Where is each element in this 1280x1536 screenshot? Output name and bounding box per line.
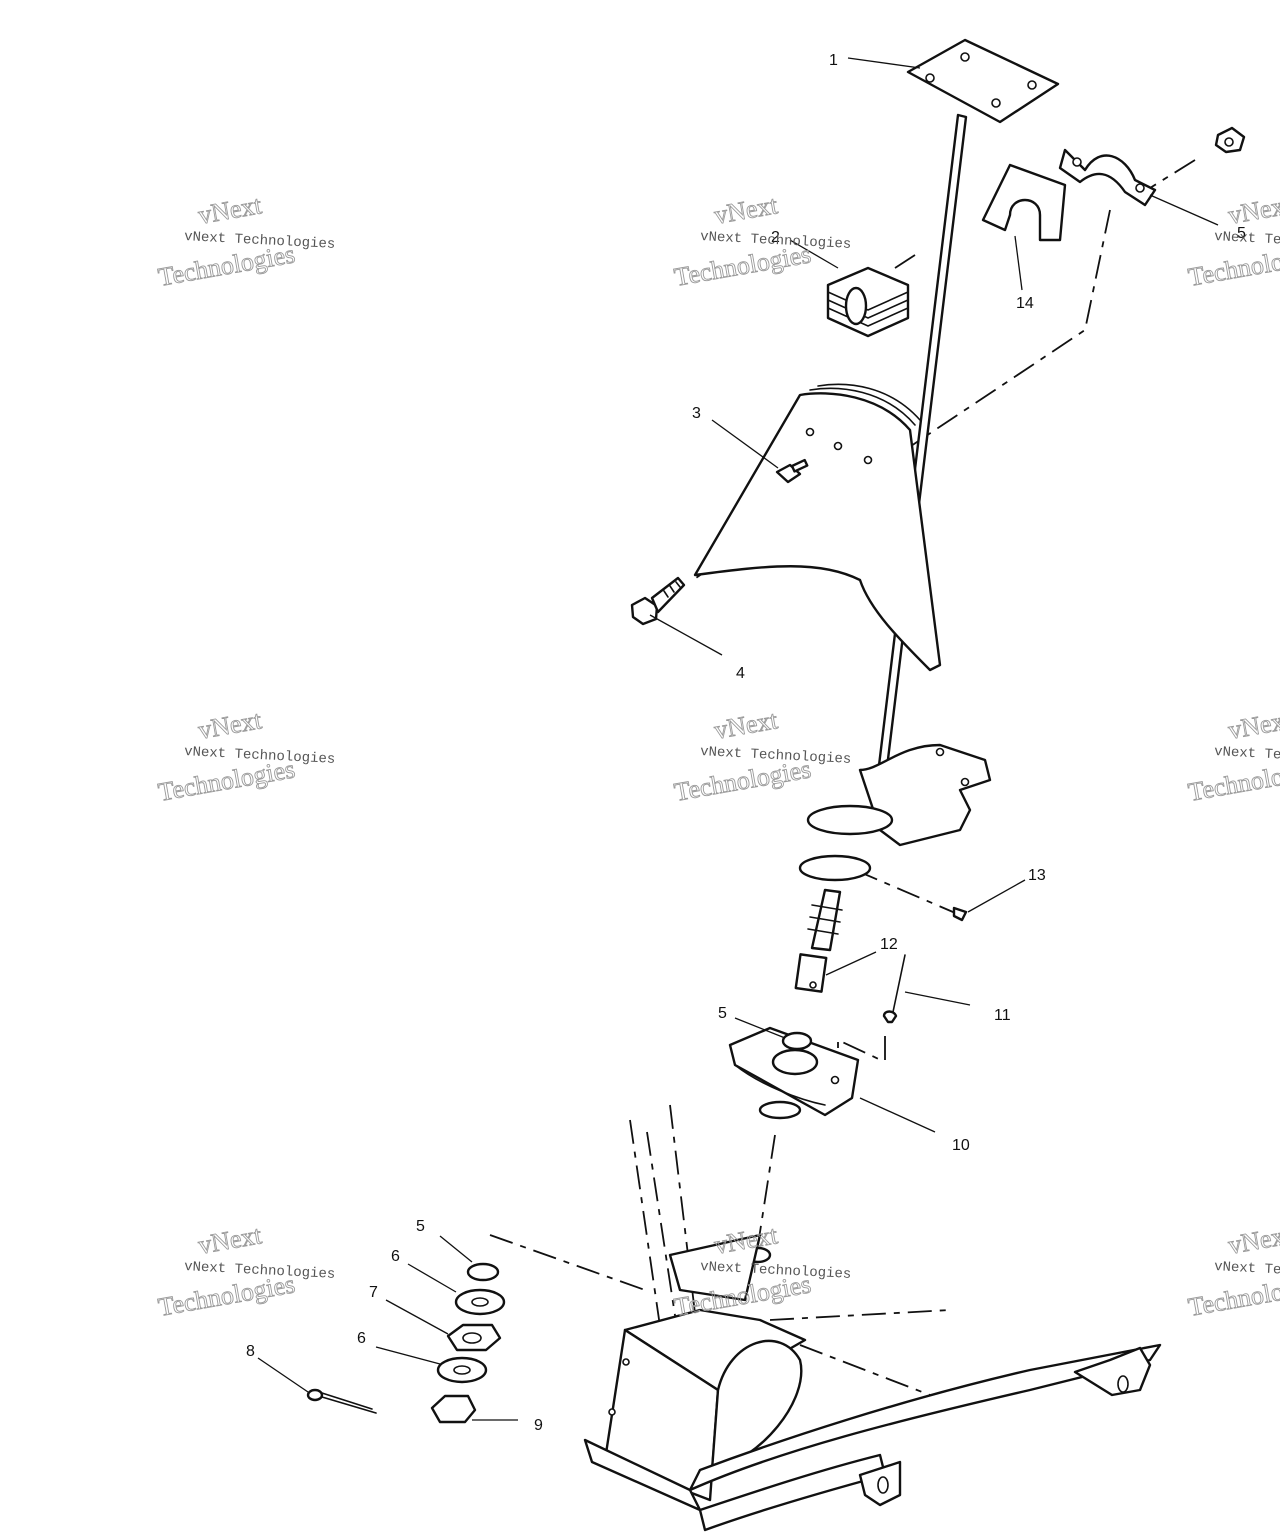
callout-5-upper: 5 bbox=[718, 1005, 727, 1022]
callout-13: 13 bbox=[1028, 867, 1046, 884]
watermark-3: vNext vNext Technologies Technologies bbox=[1186, 190, 1280, 293]
small-clip bbox=[952, 906, 968, 922]
u-bracket bbox=[1058, 126, 1246, 207]
console-panel bbox=[693, 383, 942, 672]
watermark-9: vNext vNext Technologies Technologies bbox=[1186, 1220, 1280, 1323]
watermark-7: vNext vNext Technologies Technologies bbox=[156, 1220, 336, 1323]
callout-4: 4 bbox=[736, 665, 745, 682]
watermark-4: vNext vNext Technologies Technologies bbox=[156, 705, 336, 808]
watermark-small: vNext Technologies bbox=[184, 229, 336, 253]
shaft-coupler bbox=[794, 953, 828, 993]
watermark-top: vNext bbox=[1226, 705, 1280, 745]
callout-11: 11 bbox=[994, 1007, 1011, 1024]
watermark-top: vNext bbox=[196, 1220, 264, 1260]
watermark-small: vNext Technologies bbox=[184, 744, 336, 768]
callout-5-right: 5 bbox=[1237, 225, 1246, 242]
bushing-block bbox=[826, 266, 910, 338]
watermark-6: vNext vNext Technologies Technologies bbox=[1186, 705, 1280, 808]
hex-bolt bbox=[630, 576, 686, 626]
watermark-top: vNext bbox=[712, 190, 780, 230]
watermark-top: vNext bbox=[712, 705, 780, 745]
watermark-top: vNext bbox=[196, 190, 264, 230]
watermark-2: vNext vNext Technologies Technologies bbox=[672, 190, 852, 293]
callout-6-upper: 6 bbox=[391, 1248, 400, 1265]
watermark-1: vNext vNext Technologies Technologies bbox=[156, 190, 336, 293]
callout-8: 8 bbox=[246, 1343, 255, 1360]
washer-stack bbox=[430, 1288, 506, 1424]
cotter-pin bbox=[306, 1388, 377, 1414]
callout-6-lower: 6 bbox=[357, 1330, 366, 1347]
watermark-small: vNext Technologies bbox=[700, 1259, 852, 1283]
callout-10: 10 bbox=[952, 1137, 970, 1154]
watermark-top: vNext bbox=[196, 705, 264, 745]
watermark-tiles: vNext vNext Technologies Technologies vN… bbox=[156, 190, 1280, 1323]
watermark-small: vNext Technologies bbox=[700, 744, 852, 768]
watermark-top: vNext bbox=[1226, 1220, 1280, 1260]
callout-12: 12 bbox=[880, 936, 898, 953]
watermark-small: vNext Technologies bbox=[700, 229, 852, 253]
lower-bracket bbox=[798, 743, 992, 952]
callout-1: 1 bbox=[829, 52, 838, 69]
callout-14: 14 bbox=[1016, 295, 1034, 312]
callout-3: 3 bbox=[692, 405, 701, 422]
callout-9: 9 bbox=[534, 1417, 543, 1434]
small-screw bbox=[775, 458, 809, 484]
callout-labels: 1 2 3 4 14 13 12 11 5 10 5 6 7 6 8 9 5 bbox=[246, 52, 1246, 1434]
callout-7: 7 bbox=[369, 1284, 378, 1301]
pin bbox=[882, 954, 906, 1024]
steering-arm bbox=[728, 1026, 860, 1120]
watermark-top: vNext bbox=[1226, 190, 1280, 230]
bearing-clamp bbox=[981, 163, 1067, 242]
leader-lines bbox=[257, 57, 1219, 1421]
callout-2: 2 bbox=[771, 229, 780, 246]
watermark-5: vNext vNext Technologies Technologies bbox=[672, 705, 852, 808]
steering-post bbox=[870, 38, 1060, 827]
callout-5-lower: 5 bbox=[416, 1218, 425, 1235]
chassis-frame bbox=[583, 1233, 1162, 1532]
assembly-dash-lines bbox=[489, 159, 1196, 1396]
watermark-small: vNext Technologies bbox=[184, 1259, 336, 1283]
